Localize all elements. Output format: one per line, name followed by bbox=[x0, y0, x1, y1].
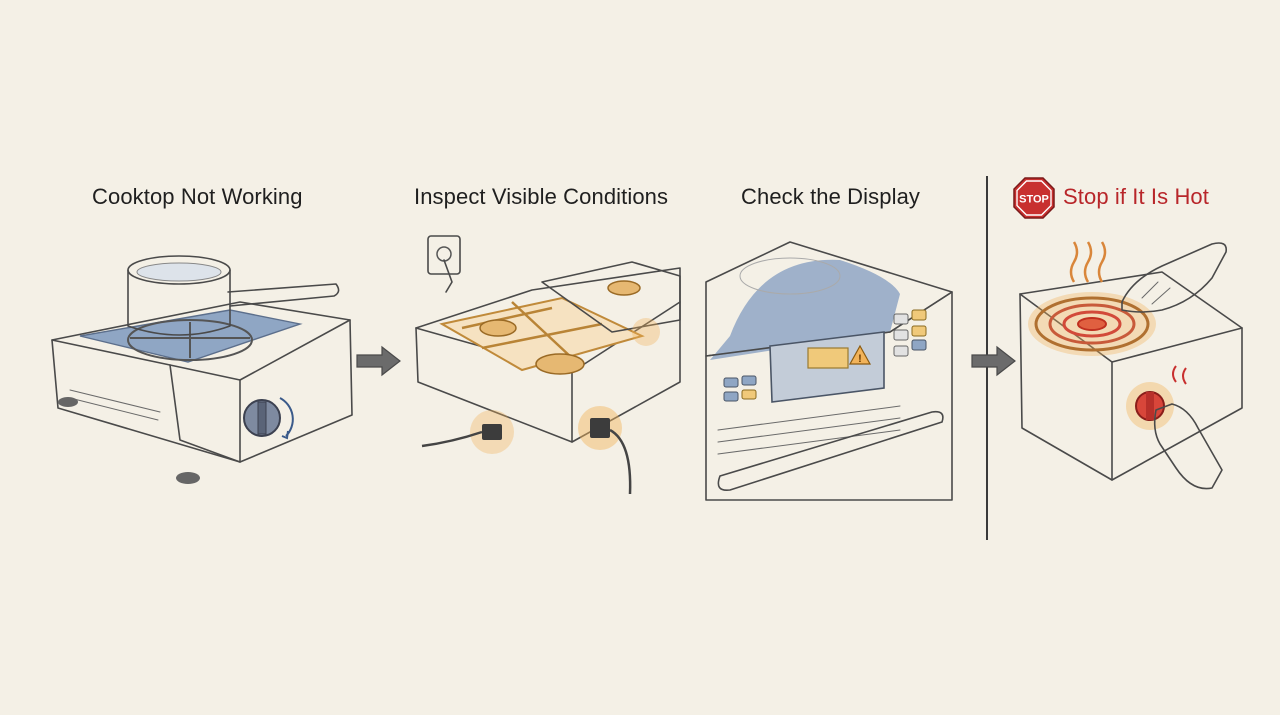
arrow-right-icon bbox=[971, 345, 1016, 377]
step-3-title: Check the Display bbox=[741, 184, 920, 209]
stop-sign-label: STOP bbox=[1019, 194, 1049, 206]
step-4-title: Stop if It Is Hot bbox=[1063, 184, 1209, 209]
range-display-illustration: ! bbox=[705, 241, 953, 501]
svg-text:!: ! bbox=[858, 353, 862, 365]
hand-icon bbox=[1153, 403, 1223, 490]
gas-range-illustration bbox=[415, 235, 681, 495]
plug-icon bbox=[590, 418, 632, 495]
step-2-title: Inspect Visible Conditions bbox=[414, 184, 669, 209]
control-knob-icon bbox=[243, 399, 281, 437]
warning-triangle-icon: ! bbox=[848, 344, 872, 365]
hot-coil-burner bbox=[1034, 296, 1150, 352]
hand-icon bbox=[1121, 242, 1228, 313]
portable-cooktop-illustration bbox=[51, 255, 353, 484]
plug-icon bbox=[421, 424, 502, 448]
stop-sign-icon: STOP bbox=[1013, 177, 1055, 219]
heat-waves-icon bbox=[1069, 241, 1107, 283]
hot-burner-illustration bbox=[1019, 241, 1243, 490]
step-1-title: Cooktop Not Working bbox=[92, 184, 303, 209]
rotate-arrow-icon bbox=[279, 397, 294, 437]
arrow-right-icon bbox=[356, 345, 401, 377]
